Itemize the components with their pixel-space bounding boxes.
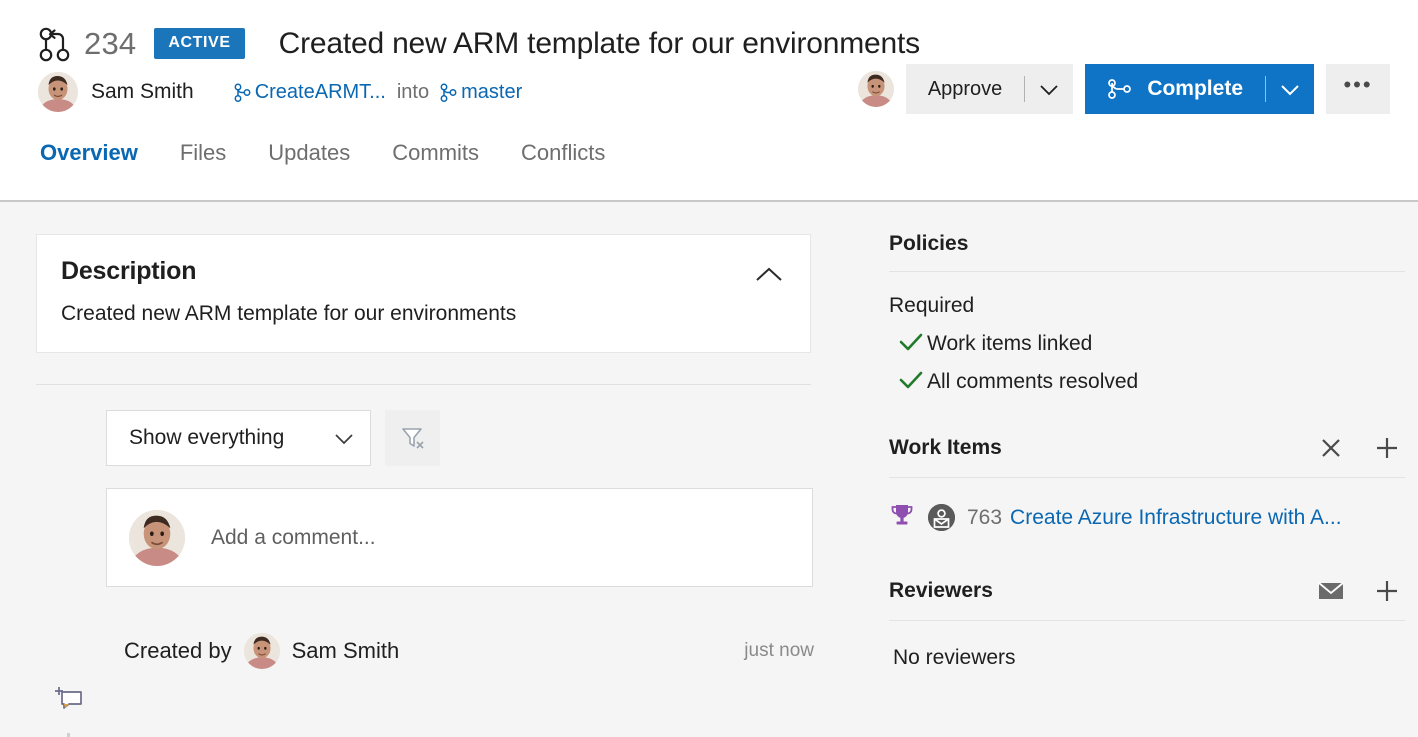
approve-button[interactable]: Approve	[927, 77, 1003, 100]
current-user-avatar[interactable]	[857, 71, 894, 107]
pr-main-column: Description Created new ARM template for…	[0, 202, 845, 737]
pull-request-icon	[38, 24, 72, 64]
created-by-name: Sam Smith	[291, 638, 400, 663]
tab-files[interactable]: Files	[179, 140, 227, 165]
page-title: Created new ARM template for our environ…	[278, 26, 921, 60]
description-title: Description	[61, 257, 197, 285]
target-branch-link[interactable]: master	[440, 81, 522, 104]
policy-label: Work items linked	[927, 332, 1093, 355]
check-icon	[899, 332, 923, 357]
close-icon[interactable]	[1317, 434, 1345, 462]
work-items-section: Work Items	[889, 434, 1405, 533]
complete-button-label: Complete	[1147, 77, 1243, 100]
tab-conflicts[interactable]: Conflicts	[521, 140, 606, 165]
work-items-title: Work Items	[889, 436, 1002, 459]
tab-updates[interactable]: Updates	[268, 140, 351, 165]
add-comment-placeholder: Add a comment...	[211, 525, 376, 549]
status-badge: ACTIVE	[154, 28, 245, 59]
plus-icon[interactable]	[1373, 434, 1401, 462]
reviewers-title: Reviewers	[889, 579, 993, 602]
pr-meta-row: Sam Smith CreateARMT... into	[0, 62, 1418, 122]
complete-button[interactable]: Complete	[1085, 64, 1265, 114]
work-item-id: 763	[967, 505, 1003, 529]
avatar	[243, 633, 280, 669]
target-branch-label: master	[461, 80, 523, 103]
created-by-label: Created by	[124, 638, 232, 663]
approve-dropdown-button[interactable]	[1025, 64, 1073, 114]
reviewers-section: Reviewers No reviewers	[889, 577, 1405, 670]
more-actions-button[interactable]: •••	[1326, 64, 1390, 114]
branch-icon	[234, 82, 251, 103]
trophy-icon	[889, 502, 915, 533]
discussion-filter-select[interactable]: Show everything	[106, 410, 371, 466]
policy-label: All comments resolved	[927, 370, 1139, 393]
pr-header: 234 ACTIVE Created new ARM template for …	[0, 0, 1418, 202]
approve-split-button: Approve	[905, 64, 1074, 114]
work-items-header: Work Items	[889, 434, 1405, 478]
divider	[1265, 76, 1266, 102]
source-branch-link[interactable]: CreateARMT...	[234, 81, 386, 104]
pr-action-bar: Approve	[857, 64, 1390, 114]
discussion-filter-row: Show everything	[106, 410, 845, 466]
add-comment-input[interactable]: Add a comment...	[106, 488, 813, 587]
plus-icon[interactable]	[1373, 577, 1401, 605]
policies-header: Policies	[889, 232, 1405, 272]
divider	[36, 384, 811, 385]
description-text: Created new ARM template for our environ…	[61, 302, 517, 325]
created-timestamp: just now	[744, 640, 814, 661]
reviewers-header: Reviewers	[889, 577, 1405, 621]
into-label: into	[396, 80, 430, 103]
timeline-line	[67, 733, 70, 737]
work-item-link[interactable]: Create Azure Infrastructure with A...	[1010, 505, 1342, 529]
policy-row: All comments resolved	[889, 370, 1405, 394]
policies-required-label: Required	[889, 294, 975, 317]
merge-icon	[1107, 79, 1133, 99]
pr-body: Description Created new ARM template for…	[0, 202, 1418, 737]
check-icon	[899, 370, 923, 395]
envelope-icon[interactable]	[1317, 577, 1345, 605]
pr-number: 234	[84, 25, 137, 61]
reviewers-actions	[1317, 577, 1405, 605]
tab-commits[interactable]: Commits	[392, 140, 480, 165]
branch-icon	[440, 82, 457, 103]
pr-tabs: Overview Files Updates Commits Conflicts	[0, 122, 1418, 178]
source-branch-label: CreateARMT...	[254, 80, 386, 103]
policies-section: Policies Required Work items linked All …	[889, 232, 1405, 394]
reviewers-empty-text: No reviewers	[893, 646, 1016, 669]
clear-filter-icon[interactable]	[385, 410, 440, 466]
discussion-timeline-rail	[54, 685, 84, 737]
avatar	[38, 72, 78, 112]
chevron-down-icon	[1280, 83, 1300, 96]
tab-overview[interactable]: Overview	[40, 140, 138, 165]
policy-row: Work items linked	[889, 332, 1405, 356]
complete-dropdown-button[interactable]	[1266, 64, 1314, 114]
work-items-actions	[1317, 434, 1405, 462]
avatar	[928, 504, 955, 531]
discussion-filter-value: Show everything	[129, 426, 285, 449]
add-comment-icon[interactable]	[54, 685, 84, 715]
author-name: Sam Smith	[91, 80, 194, 103]
chevron-down-icon	[1039, 83, 1059, 96]
avatar	[129, 509, 185, 566]
policies-title: Policies	[889, 232, 969, 255]
chevron-down-icon	[334, 432, 354, 445]
pr-title-row: 234 ACTIVE Created new ARM template for …	[0, 0, 1418, 62]
divider	[1024, 76, 1026, 102]
pr-sidebar: Policies Required Work items linked All …	[845, 202, 1418, 737]
timeline-created-entry: Created by Sam Smith just now	[124, 633, 814, 669]
complete-split-button: Complete	[1085, 64, 1314, 114]
chevron-up-icon[interactable]	[754, 265, 784, 285]
work-item-row[interactable]: 763 Create Azure Infrastructure with A..…	[889, 502, 1405, 533]
description-card: Description Created new ARM template for…	[36, 234, 811, 353]
